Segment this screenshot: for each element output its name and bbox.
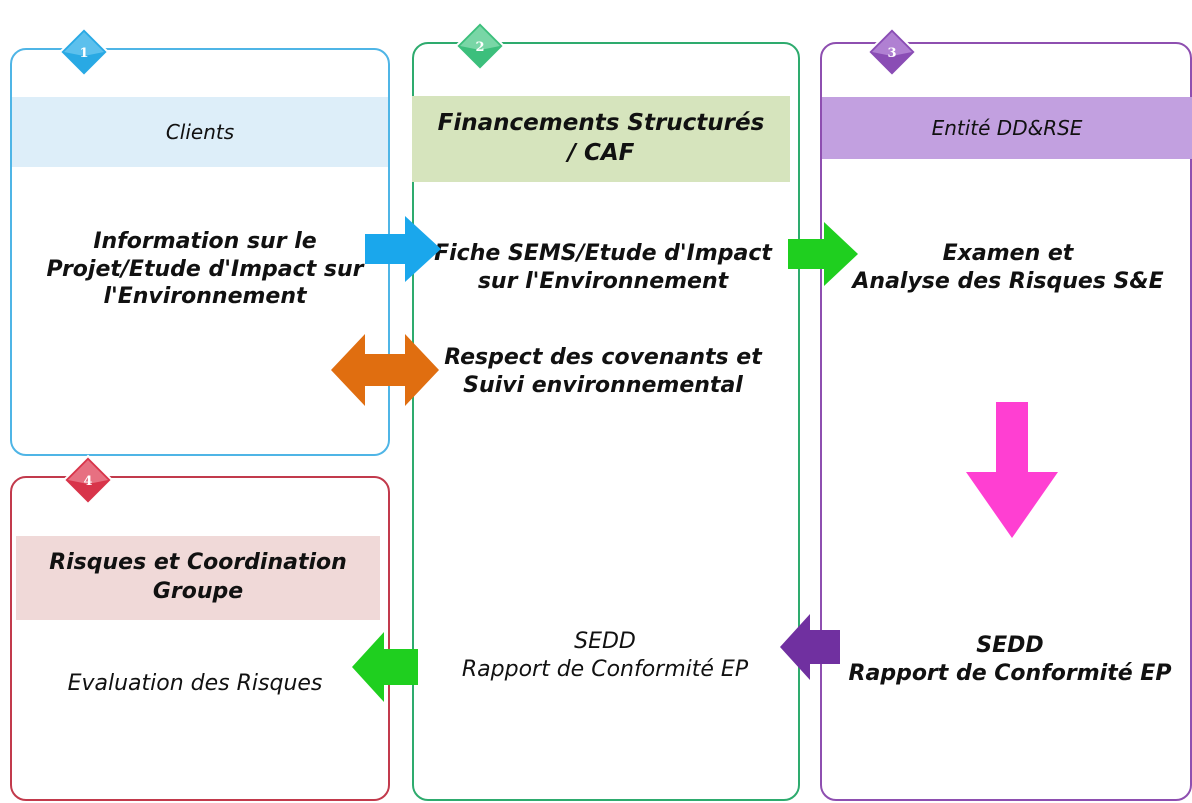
panel-entite-analyse: Analyse des Risques S&E	[852, 268, 1164, 294]
panel-entite-rapport: Rapport de Conformité EP	[848, 660, 1172, 686]
badge-2-number: 2	[475, 40, 484, 55]
panel-financements-sedd: SEDD	[574, 629, 636, 654]
panel-clients-header: Clients	[12, 97, 388, 167]
panel-risques-body: Evaluation des Risques	[67, 671, 323, 696]
badge-2: 2	[454, 20, 506, 72]
panel-risques-header: Risques et Coordination Groupe	[16, 536, 380, 620]
badge-3: 3	[866, 26, 918, 78]
panel-financements-header-text: Financements Structurés / CAF	[437, 110, 765, 166]
panel-clients-header-text: Clients	[165, 120, 235, 144]
panel-entite-header: Entité DD&RSE	[822, 97, 1192, 159]
panel-financements-rapport: Rapport de Conformité EP	[461, 656, 749, 682]
arrow-financements-to-entite	[788, 222, 858, 286]
panel-entite-body-top: Examen et Analyse des Risques S&E	[828, 240, 1188, 295]
panel-entite-examen: Examen et	[942, 241, 1074, 266]
arrow-entite-to-financements	[780, 614, 840, 680]
panel-risques	[10, 476, 390, 801]
badge-4: 4	[62, 454, 114, 506]
arrow-bidirectional-suivi	[331, 334, 439, 406]
panel-financements-body-top: Fiche SEMS/Etude d'Impact sur l'Environn…	[434, 241, 772, 294]
badge-1: 1	[58, 26, 110, 78]
panel-entite-sedd: SEDD	[976, 633, 1044, 658]
panel-clients-body: Information sur le Projet/Etude d'Impact…	[46, 229, 364, 309]
badge-4-number: 4	[83, 474, 92, 489]
badge-1-number: 1	[79, 46, 88, 61]
panel-entite-header-text: Entité DD&RSE	[931, 116, 1083, 140]
panel-financements-body-mid: Respect des covenants et Suivi environne…	[444, 345, 762, 398]
panel-risques-header-text: Risques et Coordination Groupe	[49, 550, 347, 604]
panel-financements-header: Financements Structurés / CAF	[412, 96, 790, 182]
badge-3-number: 3	[887, 46, 896, 61]
arrow-analyse-to-sedd	[966, 402, 1058, 538]
panel-entite-body-bottom: SEDD Rapport de Conformité EP	[828, 632, 1192, 687]
arrow-clients-to-financements	[365, 216, 441, 282]
panel-financements-body-bottom: SEDD Rapport de Conformité EP	[420, 628, 790, 683]
arrow-financements-to-risques	[352, 632, 418, 702]
